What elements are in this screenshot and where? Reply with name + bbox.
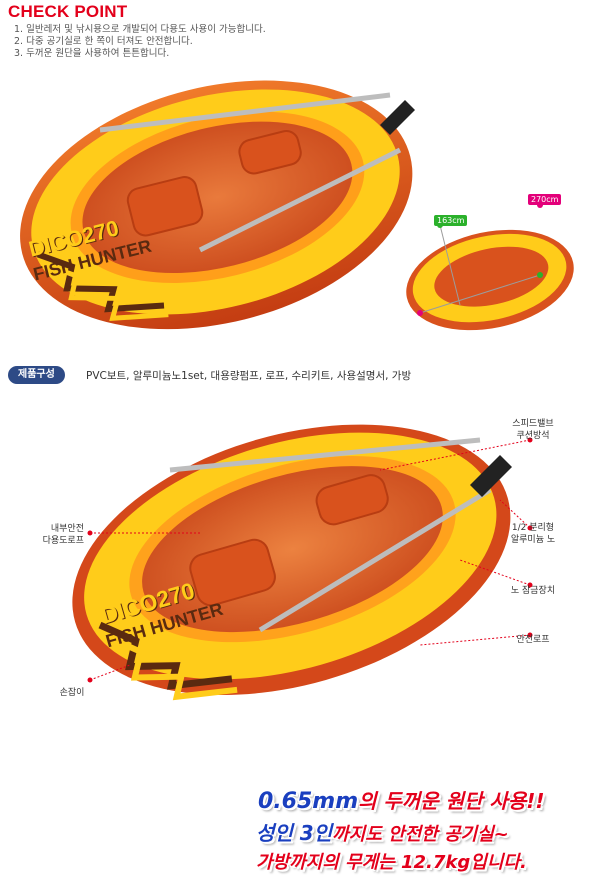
components-badge: 제품구성	[8, 366, 65, 384]
promo-line-1: 0.65mm의 두꺼운 원단 사용!!	[258, 785, 544, 814]
callout-oar: 1/2 분리형 알루미늄 노	[510, 523, 556, 545]
boat-illustration-top	[20, 80, 415, 330]
promo-line-2: 성인 3인까지도 안전한 공기실~	[256, 817, 509, 846]
promo-capacity: 성인 3인	[256, 821, 333, 845]
callout-speed-valve: 스피드밸브 쿠션방석	[512, 419, 554, 441]
page-title: CHECK POINT	[8, 2, 128, 21]
callout-safety-rope: 안전로프	[516, 635, 550, 645]
check-point-2: 2. 다중 공기실로 한 쪽이 터져도 안전합니다.	[14, 36, 193, 47]
boat-dimension-illustration	[406, 202, 574, 331]
length-dimension-tag: 270cm	[528, 194, 562, 205]
callout-oar-lock: 노 잠금장치	[510, 586, 556, 596]
width-dimension-tag: 163cm	[434, 215, 468, 226]
promo-line-3: 가방까지의 무게는 12.7kg입니다.	[256, 852, 527, 873]
promo-capacity-text: 까지도 안전한 공기실~	[332, 824, 509, 845]
callout-inner-rope: 내부안전 다용도로프	[42, 524, 84, 546]
check-point-3: 3. 두꺼운 원단을 사용하여 튼튼합니다.	[14, 48, 170, 59]
promo-thickness: 0.65mm	[258, 789, 359, 814]
boat-illustration-middle	[72, 424, 533, 701]
components-text: PVC보트, 알루미늄노1set, 대용량펌프, 로프, 수리키트, 사용설명서…	[86, 370, 412, 382]
callout-handle: 손잡이	[59, 688, 85, 698]
check-point-1: 1. 일반레저 및 낚시용으로 개발되어 다용도 사용이 가능합니다.	[14, 24, 266, 35]
promo-thickness-text: 의 두꺼운 원단 사용!!	[358, 789, 545, 813]
